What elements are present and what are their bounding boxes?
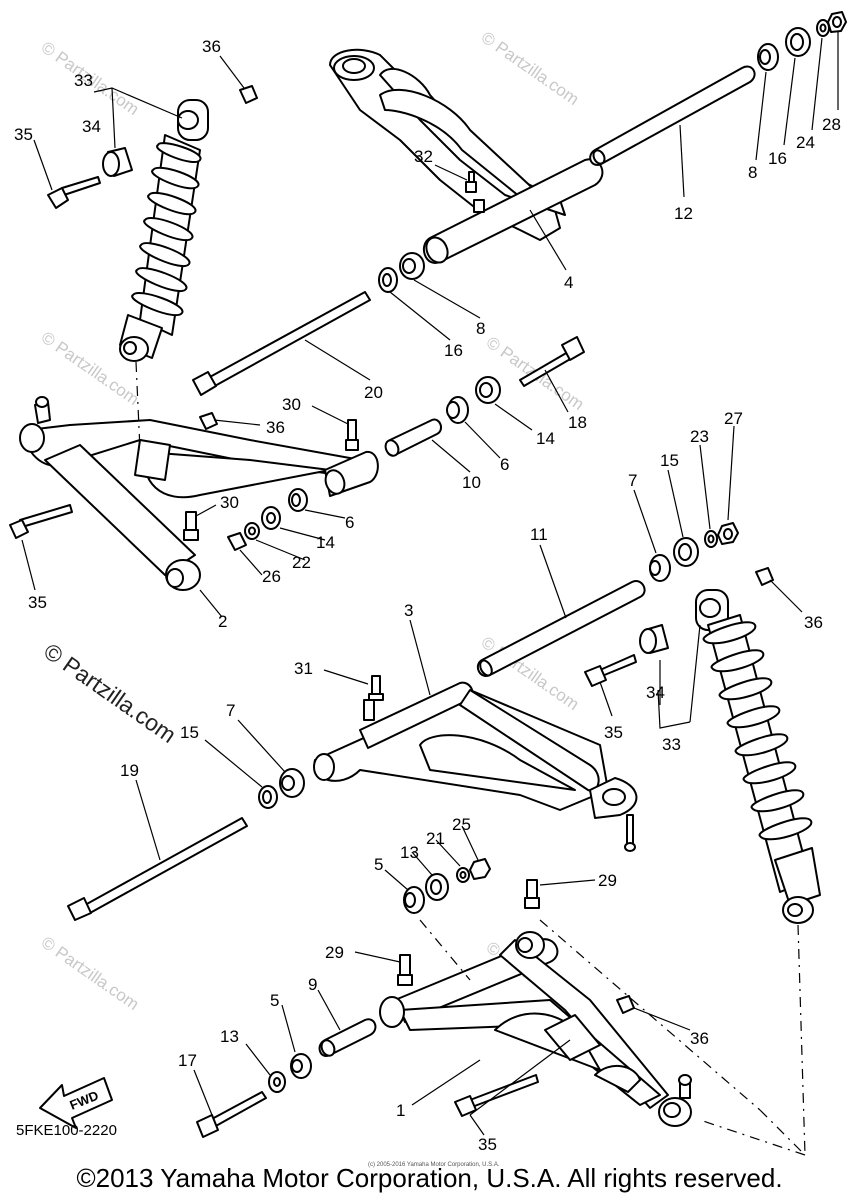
callout-33: 33 <box>74 71 93 90</box>
diagram-code: 5FKE100-2220 <box>16 1122 117 1139</box>
callout-29: 29 <box>598 871 617 890</box>
callout-14: 14 <box>536 429 555 448</box>
callout-36: 36 <box>266 418 285 437</box>
callout-27: 27 <box>724 409 743 428</box>
callout-12: 12 <box>674 204 693 223</box>
callout-8: 8 <box>748 163 757 182</box>
callout-34: 34 <box>82 117 101 136</box>
fwd-arrow: FWD <box>39 1077 113 1129</box>
callout-1: 1 <box>396 1101 405 1120</box>
callout-5: 5 <box>270 991 279 1010</box>
watermark: © Partzilla.com <box>38 933 143 1014</box>
callout-19: 19 <box>120 761 139 780</box>
callout-10: 10 <box>462 473 481 492</box>
callout-8: 8 <box>476 319 485 338</box>
callout-13: 13 <box>220 1027 239 1046</box>
callout-35: 35 <box>478 1135 497 1154</box>
pivot-tube-11 <box>476 580 646 677</box>
callout-4: 4 <box>564 273 573 292</box>
callout-15: 15 <box>180 723 199 742</box>
callout-36: 36 <box>202 37 221 56</box>
copyright-notice: ©2013 Yamaha Motor Corporation, U.S.A. A… <box>76 1163 783 1193</box>
shock-absorber-left <box>119 99 209 362</box>
callout-16: 16 <box>444 341 463 360</box>
callout-35: 35 <box>28 593 47 612</box>
upper-arm-4 <box>329 48 604 264</box>
leader-lines <box>21 32 839 1156</box>
callout-18: 18 <box>568 413 587 432</box>
lower-arm-1 <box>379 879 692 1127</box>
shock-spring-right <box>702 621 813 841</box>
callout-16: 16 <box>768 149 787 168</box>
callout-23: 23 <box>690 427 709 446</box>
upper-arm-2 <box>9 396 379 591</box>
callout-2: 2 <box>218 612 227 631</box>
callout-36: 36 <box>690 1029 709 1048</box>
callout-32: 32 <box>414 147 433 166</box>
shock-spring-left <box>131 142 202 316</box>
callout-22: 22 <box>292 553 311 572</box>
callout-25: 25 <box>452 815 471 834</box>
bushings-top-right <box>757 11 847 71</box>
callout-13: 13 <box>400 843 419 862</box>
bushings-right-mid <box>649 522 739 582</box>
callout-9: 9 <box>308 975 317 994</box>
callout-24: 24 <box>796 133 815 152</box>
callout-21: 21 <box>426 829 445 848</box>
callout-3: 3 <box>404 601 413 620</box>
callout-7: 7 <box>628 471 637 490</box>
callout-34: 34 <box>646 683 665 702</box>
callout-28: 28 <box>822 115 841 134</box>
callout-7: 7 <box>226 701 235 720</box>
small-copyright: (c) 2005-2016 Yamaha Motor Corporation, … <box>368 1162 500 1168</box>
callout-11: 11 <box>530 525 548 544</box>
bushings-left-lower <box>258 768 305 809</box>
callout-20: 20 <box>364 383 383 402</box>
bolt-19 <box>67 817 248 921</box>
callout-36: 36 <box>804 613 823 632</box>
callout-6: 6 <box>345 513 354 532</box>
lower-arm-3 <box>313 675 638 852</box>
callout-15: 15 <box>660 451 679 470</box>
pivot-tube-10 <box>227 336 585 551</box>
callout-35: 35 <box>604 723 623 742</box>
callout-6: 6 <box>500 455 509 474</box>
pivot-tube-12 <box>589 65 756 166</box>
callout-31: 31 <box>294 659 313 678</box>
callout-29: 29 <box>325 943 344 962</box>
shock-right-hardware <box>584 567 774 687</box>
shock-left-hardware <box>47 85 258 209</box>
watermark-large: © Partzilla.com <box>39 638 181 748</box>
bolt-20 <box>192 291 371 396</box>
callout-30: 30 <box>220 493 239 512</box>
callout-14: 14 <box>316 533 335 552</box>
callout-17: 17 <box>178 1051 197 1070</box>
callout-30: 30 <box>282 395 301 414</box>
pivot-tube-9 <box>196 858 491 1138</box>
shock-absorber-right <box>695 589 821 924</box>
watermark: © Partzilla.com <box>478 28 583 109</box>
callouts: 36 33 34 35 32 12 4 8 16 24 28 16 8 20 3… <box>14 37 841 1154</box>
callout-35: 35 <box>14 125 33 144</box>
callout-33: 33 <box>662 735 681 754</box>
callout-26: 26 <box>262 567 281 586</box>
callout-5: 5 <box>374 855 383 874</box>
bushings-mid-upper <box>378 252 425 293</box>
